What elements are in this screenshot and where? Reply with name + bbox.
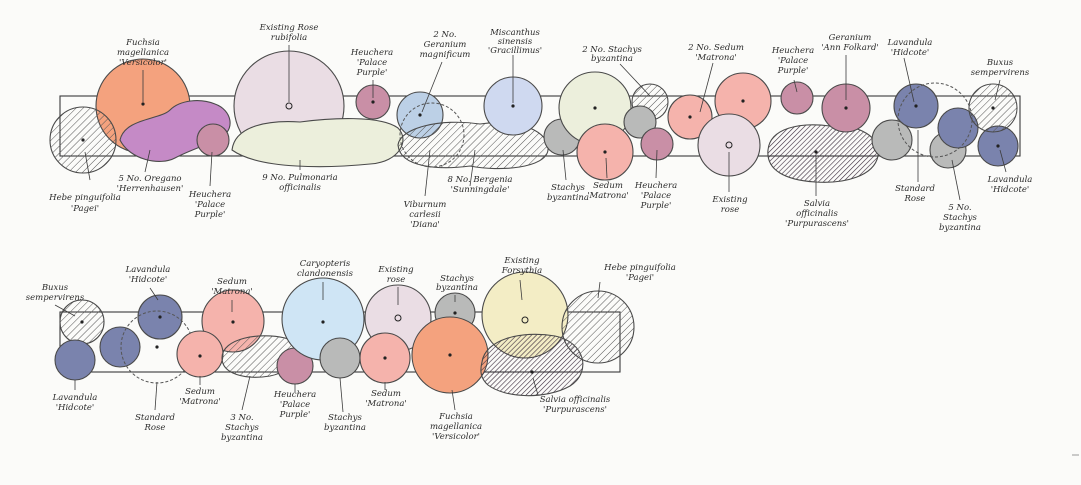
salvia-drift-2 — [480, 333, 584, 397]
label-lavandula-bottom-2: Lavandula'Hidcote' — [52, 393, 98, 413]
bed-2-leaders — [54, 279, 601, 413]
label-sedum-bottom: Sedum'Matrona' — [587, 181, 629, 201]
pulmonaria-drift — [231, 118, 404, 168]
bed-1-leaders — [84, 45, 1007, 201]
label-lavandula-top-2: Lavandula'Hidcote' — [125, 265, 171, 285]
stachys-plant-3 — [623, 105, 657, 139]
oregano-drift — [119, 100, 231, 162]
label-hebe-2: Hebe pinguifolia'Pagei' — [603, 263, 676, 283]
heuchera-plant-1 — [196, 123, 230, 157]
sedum-plant-6 — [176, 330, 224, 378]
lavandula-plant-5 — [99, 326, 141, 368]
label-geranium-ann: Geranium'Ann Folkard' — [821, 33, 878, 53]
heuchera-plant-4 — [780, 81, 814, 115]
label-bergenia: 8 No. Bergenia'Sunningdale' — [448, 175, 513, 195]
hebe-plant-2 — [561, 290, 635, 364]
label-sedum-bottom-2b: Sedum'Matrona' — [365, 389, 407, 409]
stachys-plant-4 — [871, 119, 913, 161]
stachys-plant-6 — [319, 337, 361, 379]
label-oregano: 5 No. Oregano'Herrenhausen' — [117, 174, 184, 194]
label-sedum-top: 2 No. Sedum'Matrona' — [687, 43, 744, 63]
salvia-drift — [767, 124, 879, 183]
label-hebe: Hebe pinguifolia'Pagei' — [48, 193, 121, 214]
bed-2-markers — [80, 311, 534, 374]
standard-rose-outline — [897, 82, 973, 158]
label-sedum-bottom-2a: Sedum'Matrona' — [179, 387, 221, 407]
lavandula-plant-4 — [54, 339, 96, 381]
label-lavandula-top: Lavandula'Hidcote' — [887, 38, 933, 58]
viburnum-plant — [399, 102, 465, 168]
bed-1-markers — [81, 99, 1000, 154]
label-salvia-2: Salvia officinalis'Purpurascens' — [540, 395, 611, 415]
lavandula-plant-2 — [937, 107, 979, 149]
label-lavandula-bottom: Lavandula'Hidcote' — [987, 175, 1033, 195]
label-sedum-top-2: Sedum'Matrona' — [211, 277, 253, 297]
